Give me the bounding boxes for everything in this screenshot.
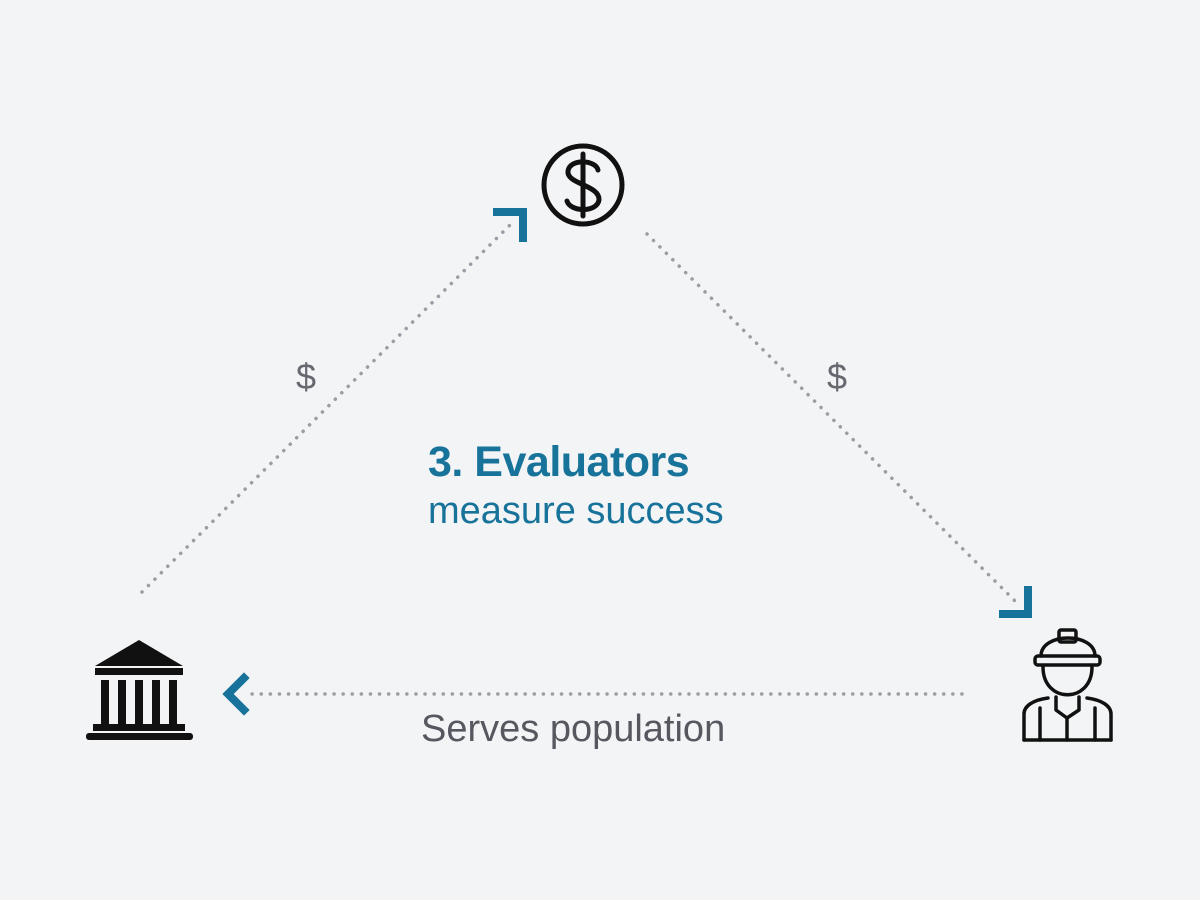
connector-bank-to-coin [140,220,515,594]
center-title: 3. Evaluators [428,438,690,486]
right-edge-dollar-label: $ [827,356,848,397]
dollar-coin-icon [541,143,625,227]
left-edge-dollar-label: $ [296,356,317,397]
bank-building-icon [86,640,193,740]
connector-coin-to-worker [645,232,1020,606]
center-subtitle: measure success [428,490,724,532]
arrowhead-down-right [999,586,1032,618]
arrowhead-up-right [493,208,527,242]
construction-worker-icon [1022,628,1113,742]
arrowhead-left [222,672,250,716]
bottom-edge-label: Serves population [421,708,726,750]
